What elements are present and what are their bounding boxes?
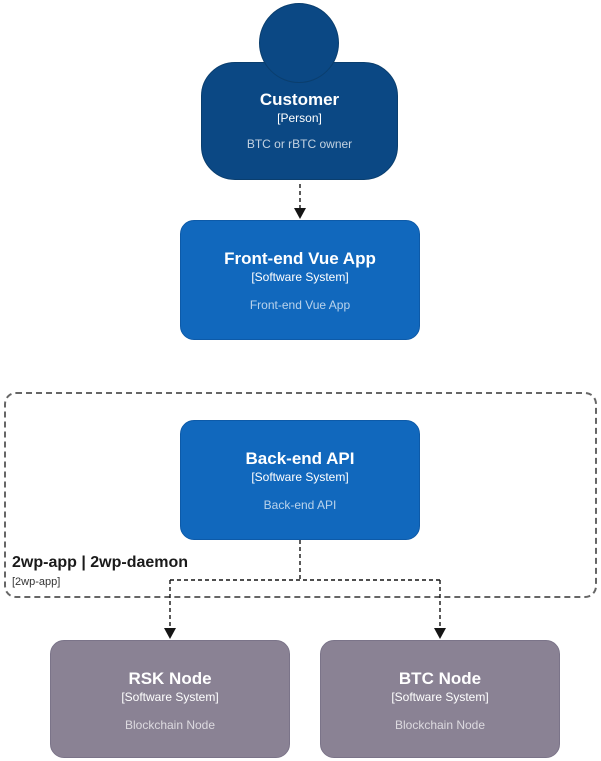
node-description: BTC or rBTC owner bbox=[246, 137, 353, 151]
node-title: RSK Node bbox=[128, 669, 212, 688]
node-title: Back-end API bbox=[245, 449, 355, 468]
node-rsk-node: RSK Node [Software System] Blockchain No… bbox=[50, 640, 290, 758]
boundary-2wp-app bbox=[4, 392, 597, 598]
boundary-title: 2wp-app | 2wp-daemon bbox=[12, 554, 189, 571]
node-subtitle: [Software System] bbox=[251, 270, 349, 284]
node-description: Blockchain Node bbox=[394, 718, 486, 732]
person-head-icon bbox=[259, 3, 339, 83]
node-title: BTC Node bbox=[398, 669, 482, 688]
node-subtitle: [Software System] bbox=[121, 690, 219, 704]
node-description: Blockchain Node bbox=[124, 718, 216, 732]
node-description: Back-end API bbox=[263, 498, 337, 512]
node-subtitle: [Software System] bbox=[391, 690, 489, 704]
node-title: Front-end Vue App bbox=[224, 249, 376, 268]
node-subtitle: [Software System] bbox=[251, 470, 349, 484]
boundary-label: 2wp-app | 2wp-daemon [2wp-app] bbox=[12, 553, 188, 589]
node-btc-node: BTC Node [Software System] Blockchain No… bbox=[320, 640, 560, 758]
node-subtitle: [Person] bbox=[277, 111, 322, 125]
node-description: Front-end Vue App bbox=[249, 298, 351, 312]
boundary-subtitle: [2wp-app] bbox=[12, 576, 61, 588]
node-backend-api: Back-end API [Software System] Back-end … bbox=[180, 420, 420, 540]
node-frontend-vue-app: Front-end Vue App [Software System] Fron… bbox=[180, 220, 420, 340]
edge-customer-frontend bbox=[294, 184, 306, 219]
node-title: Customer bbox=[259, 90, 340, 109]
